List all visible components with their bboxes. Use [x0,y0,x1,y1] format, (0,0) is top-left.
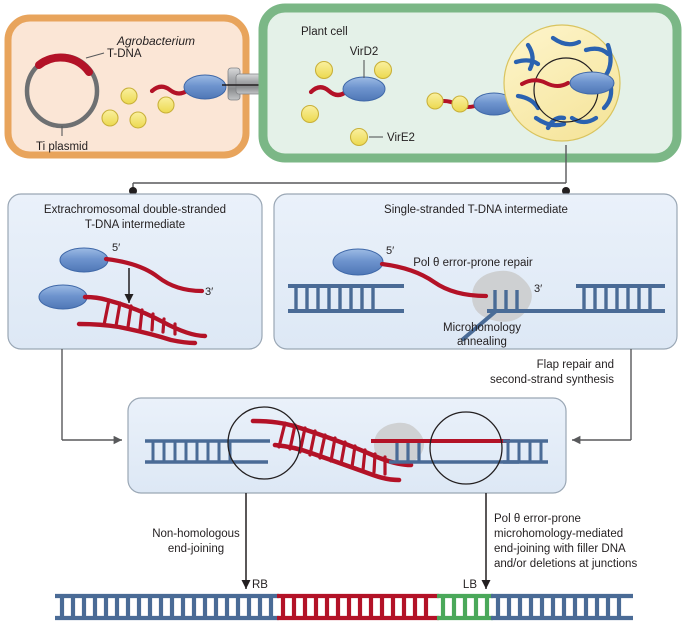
middle-junction-basepairs [395,443,421,462]
agrobacterium-cell: Agrobacterium T-DNA Ti plasmid [4,14,250,159]
five-prime-left: 5′ [112,242,120,254]
ds-tdna-duplex [76,294,208,346]
final-genomic-left [55,593,279,621]
genomic-dna-left-fragment [288,284,404,313]
vire2-particles-plant [300,60,393,147]
microhomology-base-pairs [493,290,519,310]
vire2-particles-bacterium [101,87,175,129]
flap-repair-label-line1: Flap repair and [537,359,614,371]
panel-left-title-line2: T-DNA intermediate [85,219,185,231]
mmej-label-line4: and/or deletions at junctions [494,558,637,570]
panel-left-title-line1: Extrachromosomal double-stranded [44,204,226,216]
t-strand-ss-panel [379,261,489,299]
nhej-label-line2: end-joining [168,543,224,555]
plant-cell-label: Plant cell [301,26,348,38]
microhomology-label-line1: Microhomology [443,322,521,334]
vird2-label: VirD2 [350,46,379,58]
flap-repair-label-line2: second-strand synthesis [490,374,614,386]
arrow-left-panel-to-middle [61,349,122,445]
vire2-label: VirE2 [387,132,415,144]
nhej-label-line1: Non-homologous [152,528,240,540]
vird2-ss-panel [332,248,384,276]
middle-genomic-right [503,439,548,464]
agrobacterium-label: Agrobacterium [116,34,195,48]
connector-dot-left [129,187,137,195]
t-dna-single-strand-upper [103,256,205,294]
tdna-arc [35,53,93,76]
three-prime-left: 3′ [205,286,213,298]
chromatin-strands [513,35,614,131]
mmej-label-line2: microhomology-mediated [494,528,623,540]
connector-dot-right [562,187,570,195]
junction-circle-right [429,411,503,485]
arrow-right-panel-to-middle [572,349,632,445]
plant-cell: Plant cell VirE2 VirD2 [258,3,682,163]
vird2-protein-plant [342,76,386,102]
panel-left-background [7,193,263,350]
final-tdna-insert [277,593,439,621]
nucleus [503,24,621,142]
tdna-leader-line [85,52,105,59]
pol-theta-label: Pol θ error-prone repair [413,257,533,269]
final-filler-dna [437,593,493,621]
tdna-label: T-DNA [107,48,142,60]
mmej-label-line1: Pol θ error-prone [494,513,581,525]
rb-label: RB [252,579,268,591]
panel-ss-intermediate: Single-stranded T-DNA intermediate [273,193,678,350]
panel-ds-intermediate: Extrachromosomal double-stranded T-DNA i… [7,193,263,350]
final-genomic-right [491,593,633,621]
ti-plasmid-label: Ti plasmid [36,141,88,153]
t-strand-plant [308,85,350,98]
panel-integration-intermediate [127,397,567,494]
middle-pol-theta-shading [374,422,425,466]
five-prime-right: 5′ [386,245,394,257]
final-integrated-dna [55,593,633,621]
vird2-lower [38,284,88,310]
panel-right-title: Single-stranded T-DNA intermediate [384,204,568,216]
microhomology-label-line2: annealing [457,336,507,348]
annealing-tail-strand [460,309,498,342]
vird2-upper [59,247,109,273]
three-prime-right: 3′ [534,283,542,295]
vird2-protein-nucleus [569,71,615,95]
mmej-label-line3: end-joining with filler DNA [494,543,626,555]
lb-label: LB [463,579,477,591]
genomic-dna-right-fragment [560,284,665,313]
t-strand-nucleus [520,78,570,88]
vird2-protein-bacterium [183,74,227,100]
junction-circle-left [227,406,301,480]
t-complex-coated [426,92,515,116]
t-strand-bacterium [149,84,191,96]
middle-genomic-left [145,439,270,464]
